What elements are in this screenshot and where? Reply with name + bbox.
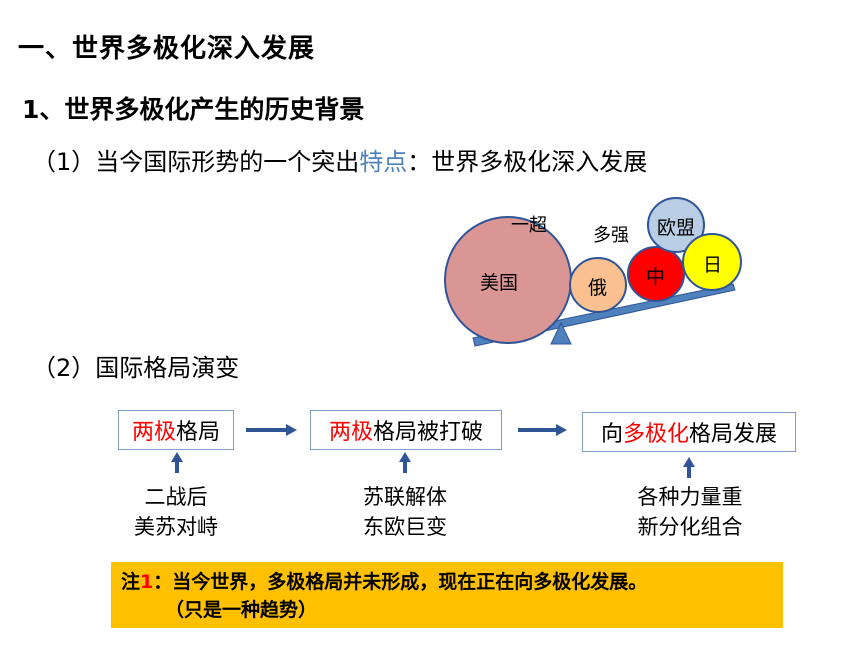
up-arrow-3	[683, 457, 695, 478]
note-box: 注1：当今世界，多极格局并未形成，现在正在向多极化发展。 （只是一种趋势）	[111, 562, 783, 628]
up-arrow-2	[399, 452, 411, 473]
label-powers: 多强	[593, 225, 629, 246]
usa-label: 美国	[480, 272, 519, 294]
cause-3-line-2: 新分化组合	[637, 515, 743, 539]
balance-fulcrum	[550, 321, 572, 345]
point-1: （1）当今国际形势的一个突出特点：世界多极化深入发展	[32, 142, 647, 177]
japan-label: 日	[703, 254, 723, 276]
stage-1-highlight: 两极	[131, 420, 176, 445]
cause-1-line-1: 二战后	[144, 485, 208, 509]
cause-2-line-2: 东欧巨变	[363, 515, 447, 539]
note-line-2: （只是一种趋势）	[165, 599, 318, 621]
point-1-prefix: （1）当今国际形势的一个突出	[32, 148, 360, 176]
stage-box-multipolar: 向多极化格局发展	[582, 412, 796, 452]
cause-1: 二战后 美苏对峙	[116, 482, 236, 542]
stage-1-rest: 格局	[176, 420, 221, 445]
point-1-suffix: ：世界多极化深入发展	[407, 148, 648, 176]
eu-circle	[647, 197, 705, 253]
russia-label: 俄	[588, 277, 608, 299]
cause-1-line-2: 美苏对峙	[134, 515, 218, 539]
cause-2: 苏联解体 东欧巨变	[345, 482, 465, 542]
china-label: 中	[646, 266, 666, 288]
up-arrow-1	[171, 452, 183, 473]
eu-label: 欧盟	[657, 217, 696, 239]
stage-3-highlight: 多极化	[622, 422, 689, 447]
stage-box-broken: 两极格局被打破	[310, 410, 502, 450]
stage-box-bipolar: 两极格局	[118, 410, 234, 450]
stage-3-rest: 格局发展	[689, 422, 778, 447]
note-label: 注	[121, 571, 141, 593]
point-2: （2）国际格局演变	[32, 354, 240, 382]
label-superpower: 一超	[511, 215, 547, 236]
note-text: ：当今世界，多极格局并未形成，现在正在向多极化发展。	[153, 571, 648, 593]
flow-arrow-1	[246, 424, 297, 436]
point-1-highlight: 特点	[359, 148, 408, 176]
japan-circle	[682, 233, 742, 291]
china-circle	[627, 246, 685, 302]
section-heading: 一、世界多极化深入发展	[18, 34, 316, 64]
stage-3-pre: 向	[600, 422, 623, 447]
note-line-1: 注1：当今世界，多极格局并未形成，现在正在向多极化发展。	[121, 568, 773, 596]
cause-3: 各种力量重 新分化组合	[620, 482, 760, 542]
stage-2-highlight: 两极	[328, 420, 373, 445]
cause-3-line-1: 各种力量重	[637, 485, 743, 509]
note-number: 1	[140, 571, 154, 593]
russia-circle	[569, 257, 627, 313]
flow-arrow-2	[518, 424, 567, 436]
subsection-heading: 1、世界多极化产生的历史背景	[22, 95, 365, 124]
cause-2-line-1: 苏联解体	[363, 485, 447, 509]
stage-2-rest: 格局被打破	[373, 420, 484, 445]
